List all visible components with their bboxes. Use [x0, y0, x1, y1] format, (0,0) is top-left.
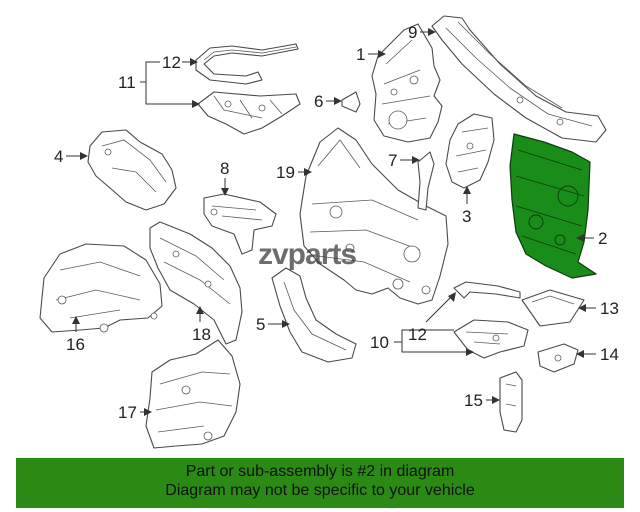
part-13-pad[interactable]	[521, 289, 585, 327]
watermark-logo: zvparts	[258, 238, 357, 271]
callout-label-3: 3	[462, 207, 471, 226]
callout-label-6: 6	[314, 92, 323, 111]
part-2-insulator-highlighted[interactable]	[509, 133, 597, 279]
callout-10: 10	[370, 329, 474, 356]
callout-label-19: 19	[276, 163, 295, 182]
callout-label-10: 10	[370, 333, 389, 352]
callout-label-2: 2	[598, 229, 607, 248]
callout-11: 11	[118, 61, 200, 108]
part-3-reinforcement[interactable]	[445, 113, 495, 189]
callout-label-13: 13	[600, 299, 619, 318]
part-10-bracket[interactable]	[453, 319, 529, 359]
callout-18: 18	[192, 306, 211, 344]
banner-line-1: Part or sub-assembly is #2 in diagram	[185, 463, 455, 480]
callout-label-14: 14	[600, 345, 619, 364]
part-12-lower-seal[interactable]	[453, 281, 521, 299]
callout-5: 5	[256, 315, 290, 334]
callout-label-5: 5	[256, 315, 265, 334]
part-9-cowl[interactable]	[431, 15, 607, 143]
callout-16: 16	[66, 316, 85, 354]
callout-9: 9	[408, 23, 436, 42]
part-14-bracket[interactable]	[537, 343, 579, 373]
callout-15: 15	[464, 391, 500, 410]
callout-1: 1	[356, 45, 386, 64]
banner-line-2: Diagram may not be specific to your vehi…	[165, 482, 475, 499]
callout-12b: 12	[408, 292, 456, 344]
callout-label-17: 17	[118, 403, 137, 422]
part-8-gusset[interactable]	[203, 193, 277, 255]
callout-label-12b: 12	[408, 325, 427, 344]
callout-label-15: 15	[464, 391, 483, 410]
part-16-wheelhouse[interactable]	[39, 243, 163, 333]
callout-label-11: 11	[118, 73, 136, 92]
callout-2: 2	[576, 229, 607, 248]
part-6-clip[interactable]	[341, 91, 361, 113]
callout-label-8: 8	[220, 159, 229, 178]
callout-13: 13	[578, 299, 619, 318]
callout-8: 8	[220, 159, 229, 196]
part-1-panel[interactable]	[371, 23, 443, 143]
callout-4: 4	[54, 147, 88, 166]
callout-14: 14	[576, 345, 619, 364]
callout-label-1: 1	[356, 45, 365, 64]
part-5-rail[interactable]	[271, 267, 357, 363]
part-17-panel[interactable]	[145, 339, 241, 449]
callout-3: 3	[462, 186, 471, 226]
part-19-firewall[interactable]	[299, 127, 449, 305]
info-banner: Part or sub-assembly is #2 in diagram Di…	[16, 458, 624, 508]
callout-17: 17	[118, 403, 152, 422]
callout-label-9: 9	[408, 23, 417, 42]
callout-19: 19	[276, 163, 312, 182]
callout-label-16: 16	[66, 335, 85, 354]
part-7-bracket[interactable]	[417, 151, 435, 211]
callout-7: 7	[388, 151, 420, 170]
callout-6: 6	[314, 92, 342, 111]
callout-12a: 12	[162, 53, 198, 72]
callout-label-7: 7	[388, 151, 397, 170]
part-15-pillar[interactable]	[499, 371, 523, 433]
callout-label-12a: 12	[162, 53, 181, 72]
parts-diagram: 1 2 3 4 5 6 7 8 9 10	[39, 15, 619, 449]
callout-label-18: 18	[192, 325, 211, 344]
part-11-bracket[interactable]	[197, 91, 301, 135]
part-12-seal[interactable]	[195, 43, 299, 85]
part-18-side-member[interactable]	[149, 221, 243, 345]
callout-label-4: 4	[54, 147, 63, 166]
part-4-wheelhouse[interactable]	[87, 129, 177, 211]
